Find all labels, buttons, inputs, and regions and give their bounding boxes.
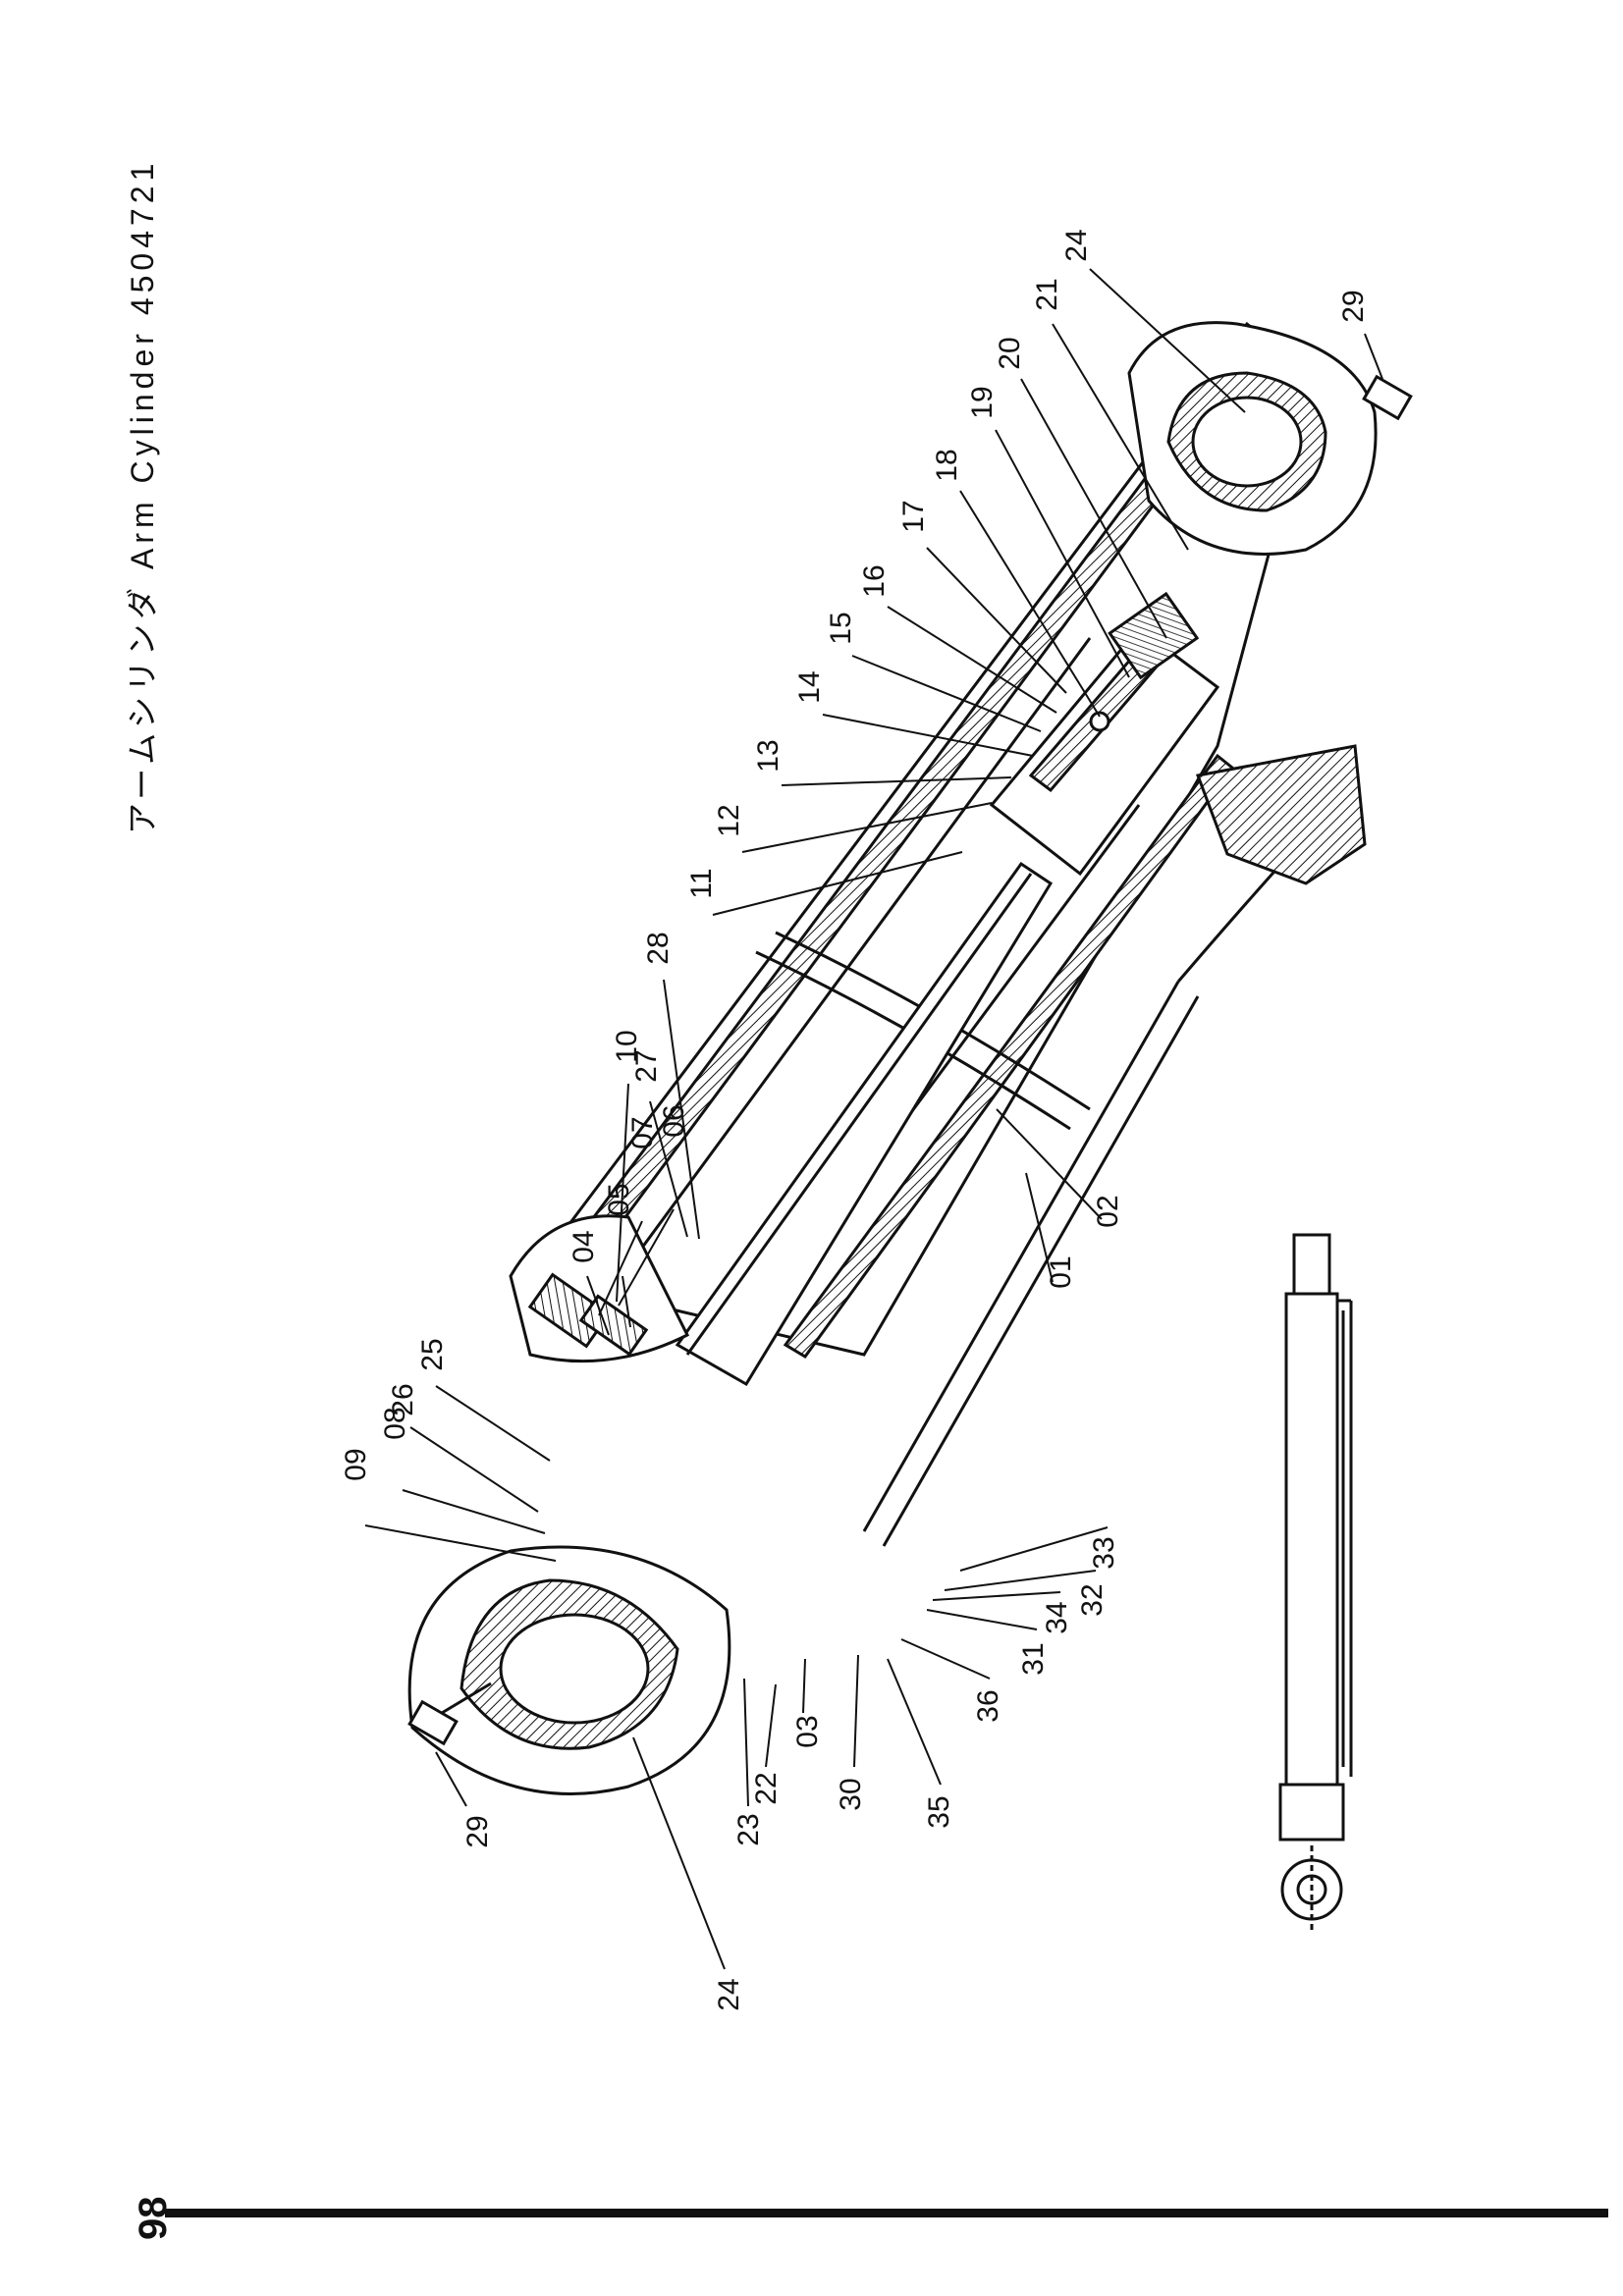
callout-13: 13 [752, 739, 784, 772]
callout-26: 26 [387, 1383, 419, 1415]
leader-10 [616, 1083, 629, 1303]
callout-06: 06 [658, 1104, 690, 1137]
leader-29b [1364, 333, 1383, 380]
piston-rod [675, 861, 1054, 1387]
leader-30 [853, 1654, 859, 1768]
leader-16 [887, 606, 1057, 714]
callout-labels: 01 02 03 04 05 06 07 08 09 10 11 12 13 1… [340, 229, 1370, 2010]
leader-19 [995, 429, 1130, 678]
leader-21 [1052, 323, 1189, 551]
leader-24b [1089, 268, 1246, 413]
leader-08 [402, 1489, 546, 1534]
page-number-block: 98 [118, 2171, 177, 2241]
callout-02: 02 [1092, 1195, 1124, 1227]
callout-29a: 29 [461, 1815, 494, 1847]
leader-20 [1020, 378, 1167, 639]
callout-34: 34 [1041, 1601, 1073, 1633]
callout-21: 21 [1031, 278, 1063, 310]
leader-04 [586, 1275, 610, 1336]
callout-36: 36 [972, 1689, 1004, 1722]
leader-33 [959, 1526, 1109, 1572]
leader-lines [364, 268, 1383, 1970]
callout-31: 31 [1017, 1642, 1050, 1675]
callout-16: 16 [858, 564, 891, 597]
callout-22: 22 [750, 1772, 783, 1804]
leader-35 [887, 1658, 942, 1786]
leader-05 [622, 1275, 631, 1328]
leader-32 [944, 1570, 1097, 1591]
piston-assembly [989, 591, 1220, 877]
leader-06 [618, 1208, 675, 1307]
callout-03: 03 [791, 1715, 824, 1747]
leader-34 [932, 1591, 1061, 1601]
callout-25: 25 [416, 1338, 449, 1370]
callout-19: 19 [966, 386, 999, 418]
cylinder-head [509, 1214, 690, 1363]
leader-11 [712, 851, 963, 916]
leader-28 [663, 979, 700, 1240]
callout-35: 35 [923, 1795, 955, 1828]
callout-07: 07 [626, 1116, 659, 1148]
grease-nipple-right [1362, 374, 1413, 421]
page-number: 98 [132, 2196, 175, 2241]
leader-02 [996, 1108, 1103, 1220]
callout-14: 14 [793, 670, 826, 703]
callout-09: 09 [340, 1448, 372, 1480]
leader-29a [435, 1751, 467, 1807]
bottom-boss [1127, 321, 1378, 556]
footer-rule [165, 2209, 1608, 2217]
callout-01: 01 [1045, 1255, 1077, 1288]
callout-24b: 24 [1060, 229, 1093, 261]
leader-09 [364, 1524, 557, 1562]
callout-15: 15 [825, 612, 857, 644]
leader-36 [900, 1638, 991, 1680]
callout-11: 11 [685, 868, 718, 898]
leader-17 [926, 547, 1067, 694]
callout-05: 05 [603, 1183, 635, 1215]
callout-23: 23 [732, 1813, 765, 1845]
callout-12: 12 [713, 804, 745, 836]
leader-07 [598, 1220, 643, 1316]
callout-29b: 29 [1337, 290, 1370, 322]
leader-24a [632, 1736, 726, 1970]
leader-26 [409, 1426, 539, 1513]
leader-27 [649, 1100, 688, 1238]
leader-23 [743, 1678, 749, 1807]
callout-33: 33 [1088, 1536, 1120, 1569]
callout-04: 04 [568, 1230, 600, 1262]
rod-end-boss [407, 1545, 731, 1795]
callout-27: 27 [630, 1049, 663, 1082]
callout-24a: 24 [713, 1978, 745, 2010]
cylinder-tube [527, 321, 1318, 1359]
leader-01 [1025, 1172, 1054, 1283]
leader-12 [741, 802, 993, 853]
leader-31 [926, 1609, 1038, 1630]
callout-30: 30 [835, 1778, 867, 1810]
leader-18 [959, 490, 1101, 718]
elevation-view [1278, 1233, 1353, 1934]
callout-20: 20 [994, 337, 1026, 369]
callout-18: 18 [931, 449, 963, 481]
grease-nipple-left [407, 1682, 492, 1746]
callout-17: 17 [897, 500, 930, 532]
callout-28: 28 [642, 932, 675, 964]
leader-22 [765, 1683, 777, 1768]
leader-15 [851, 655, 1042, 732]
callout-32: 32 [1076, 1583, 1109, 1616]
leader-03 [802, 1658, 806, 1714]
callout-08: 08 [379, 1407, 411, 1439]
leader-25 [435, 1385, 551, 1462]
callout-10: 10 [611, 1030, 643, 1062]
leader-13 [781, 776, 1012, 786]
leader-14 [822, 714, 1034, 757]
port-block [1195, 744, 1367, 885]
